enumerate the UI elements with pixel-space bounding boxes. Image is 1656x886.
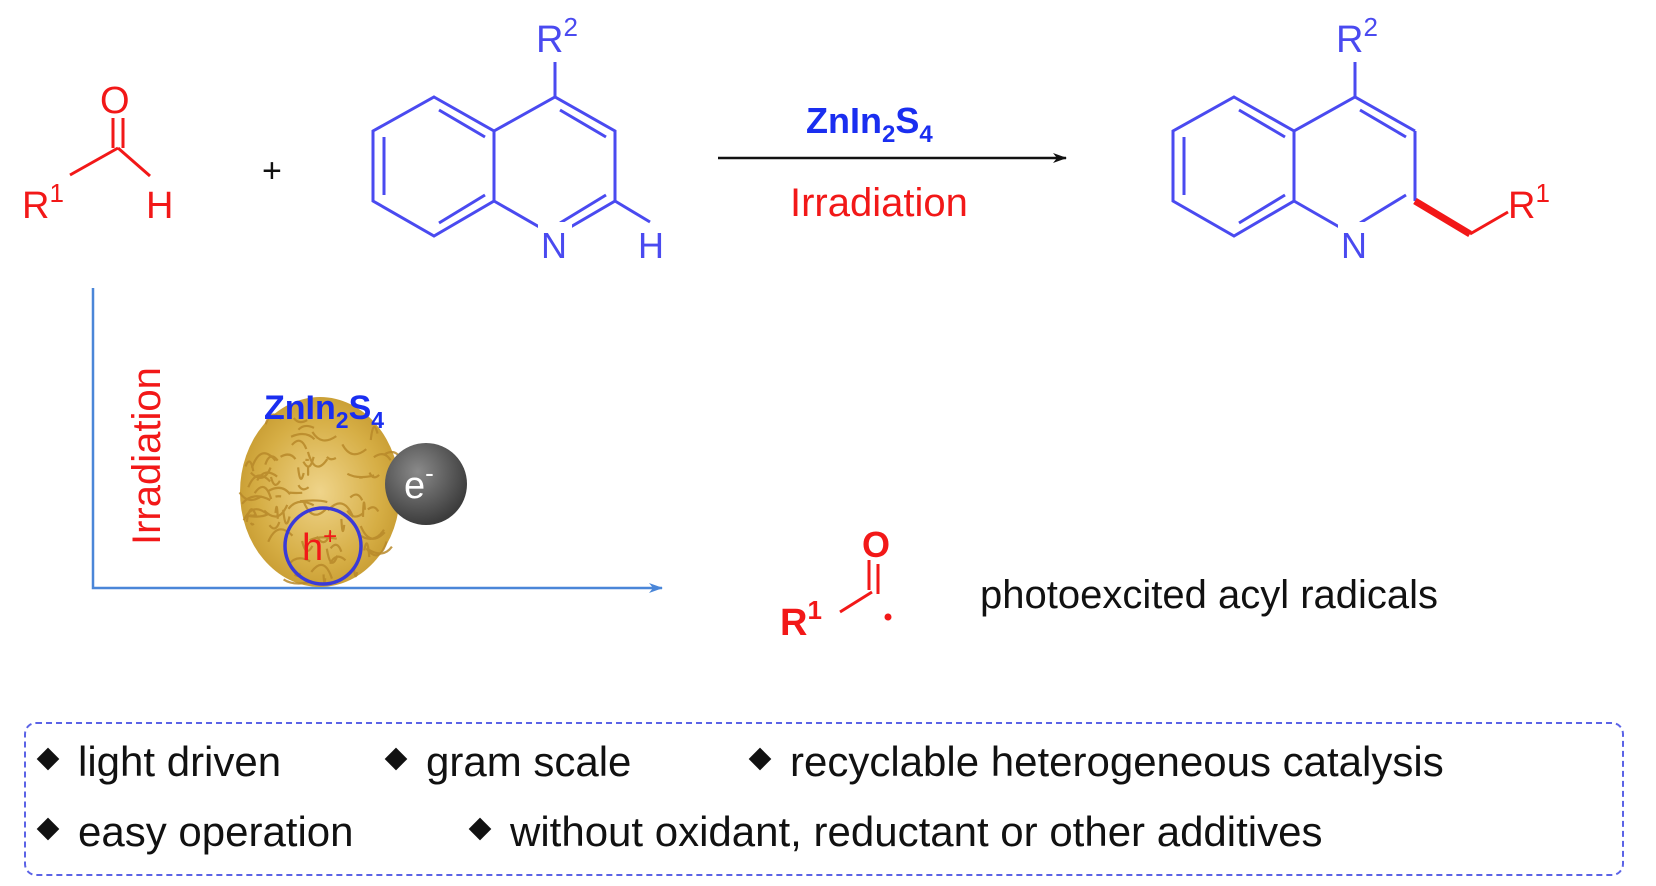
catalyst-fiber: [340, 518, 346, 533]
axis-irradiation-label: Irradiation: [125, 367, 169, 545]
catalyst-fiber: [306, 451, 329, 468]
catalyst-fiber: [250, 452, 277, 469]
catalyst-fiber: [349, 493, 364, 501]
catalyst-fiber: [341, 443, 367, 456]
diamond-bullet-icon: [384, 747, 408, 771]
catalyst-fiber: [302, 456, 315, 468]
catalyst-fiber: [269, 476, 281, 486]
catalyst-fiber: [292, 417, 308, 424]
radical-r-label: R1: [780, 595, 822, 644]
catalyst-fiber: [322, 574, 327, 584]
catalyst-fiber: [245, 508, 258, 523]
catalyst-fiber: [268, 521, 281, 530]
catalyst-fiber: [267, 528, 294, 543]
catalyst-fiber: [329, 555, 347, 565]
catalyst-fiber: [297, 424, 315, 431]
catalyst-fiber: [267, 486, 291, 496]
product-n-mask: [1338, 222, 1372, 258]
feature-gram-scale: gram scale: [384, 738, 631, 786]
catalyst-fiber: [263, 504, 289, 518]
diamond-bullet-icon: [36, 747, 60, 771]
aldehyde-h-label: H: [146, 185, 173, 227]
product-r2-label: R2: [1336, 12, 1378, 61]
catalyst-fiber: [346, 509, 364, 518]
diamond-bullet-icon: [36, 817, 60, 841]
catalyst-fiber: [329, 543, 343, 553]
catalyst-fiber: [367, 506, 380, 513]
electron-sphere: [385, 443, 467, 525]
aldehyde-o-label: O: [100, 80, 130, 122]
quinoline-n-mask: [538, 222, 572, 258]
catalyst-fiber: [369, 425, 379, 441]
catalyst-fiber: [291, 439, 308, 450]
quinoline-structure: [371, 62, 651, 238]
quinoline-r2-label: R2: [536, 12, 578, 61]
product-r1-label: R1: [1508, 178, 1550, 227]
feature-recyclable: recyclable heterogeneous catalysis: [748, 738, 1444, 786]
radical-o-label: O: [862, 524, 890, 565]
catalyst-fiber: [245, 513, 269, 518]
catalyst-fiber: [368, 472, 380, 479]
features-box: light driven gram scale recyclable heter…: [24, 722, 1624, 876]
product-r1-bond: [1469, 210, 1509, 236]
product-structure: [1171, 62, 1416, 238]
feature-no-additives: without oxidant, reductant or other addi…: [468, 808, 1322, 856]
catalyst-fiber: [249, 522, 255, 526]
catalyst-fiber: [264, 413, 283, 425]
hole-circle: [283, 506, 363, 586]
catalyst-fiber: [363, 542, 371, 558]
catalyst-fiber: [297, 484, 310, 491]
radical-caption: photoexcited acyl radicals: [980, 573, 1438, 617]
acyl-radical-structure: O R1: [780, 524, 892, 644]
catalyst-fiber: [310, 563, 333, 579]
new-bond: [1413, 197, 1472, 238]
catalyst-fiber: [373, 453, 392, 461]
product-n-label: N: [1341, 225, 1367, 266]
quinoline-h-label: H: [638, 225, 664, 266]
catalyst-fiber: [279, 453, 297, 460]
quinoline-n-label: N: [541, 225, 567, 266]
catalyst-fiber: [301, 540, 314, 553]
diamond-bullet-icon: [748, 747, 772, 771]
catalyst-fiber: [359, 525, 386, 540]
catalyst-fiber: [244, 460, 255, 472]
catalyst-fiber: [311, 431, 337, 442]
hole-label: h+: [302, 523, 337, 569]
catalyst-fiber: [250, 467, 272, 479]
catalyst-fiber: [247, 474, 271, 488]
diamond-bullet-icon: [468, 817, 492, 841]
catalyst-label-top: ZnIn2S4: [806, 100, 933, 148]
catalyst-label: ZnIn2S4: [264, 389, 384, 433]
condition-label: Irradiation: [790, 181, 968, 225]
catalyst-fiber: [290, 432, 316, 441]
irradiation-axis: [91, 288, 663, 593]
catalyst-fiber: [302, 500, 329, 516]
catalyst-fiber: [297, 467, 305, 480]
aldehyde-structure: O R1 H: [22, 80, 173, 227]
catalyst-fiber: [361, 501, 366, 517]
catalyst-fiber: [253, 485, 273, 500]
plus-sign: +: [262, 152, 282, 190]
catalyst-fiber: [326, 456, 337, 461]
aldehyde-r-label: R1: [22, 178, 64, 227]
catalyst-fiber: [241, 495, 271, 505]
catalyst-fiber: [282, 509, 291, 525]
catalyst-fiber: [309, 536, 337, 542]
feature-easy-operation: easy operation: [36, 808, 354, 856]
electron-label: e-: [404, 458, 434, 507]
feature-light-driven: light driven: [36, 738, 281, 786]
catalyst-fiber: [287, 500, 315, 510]
